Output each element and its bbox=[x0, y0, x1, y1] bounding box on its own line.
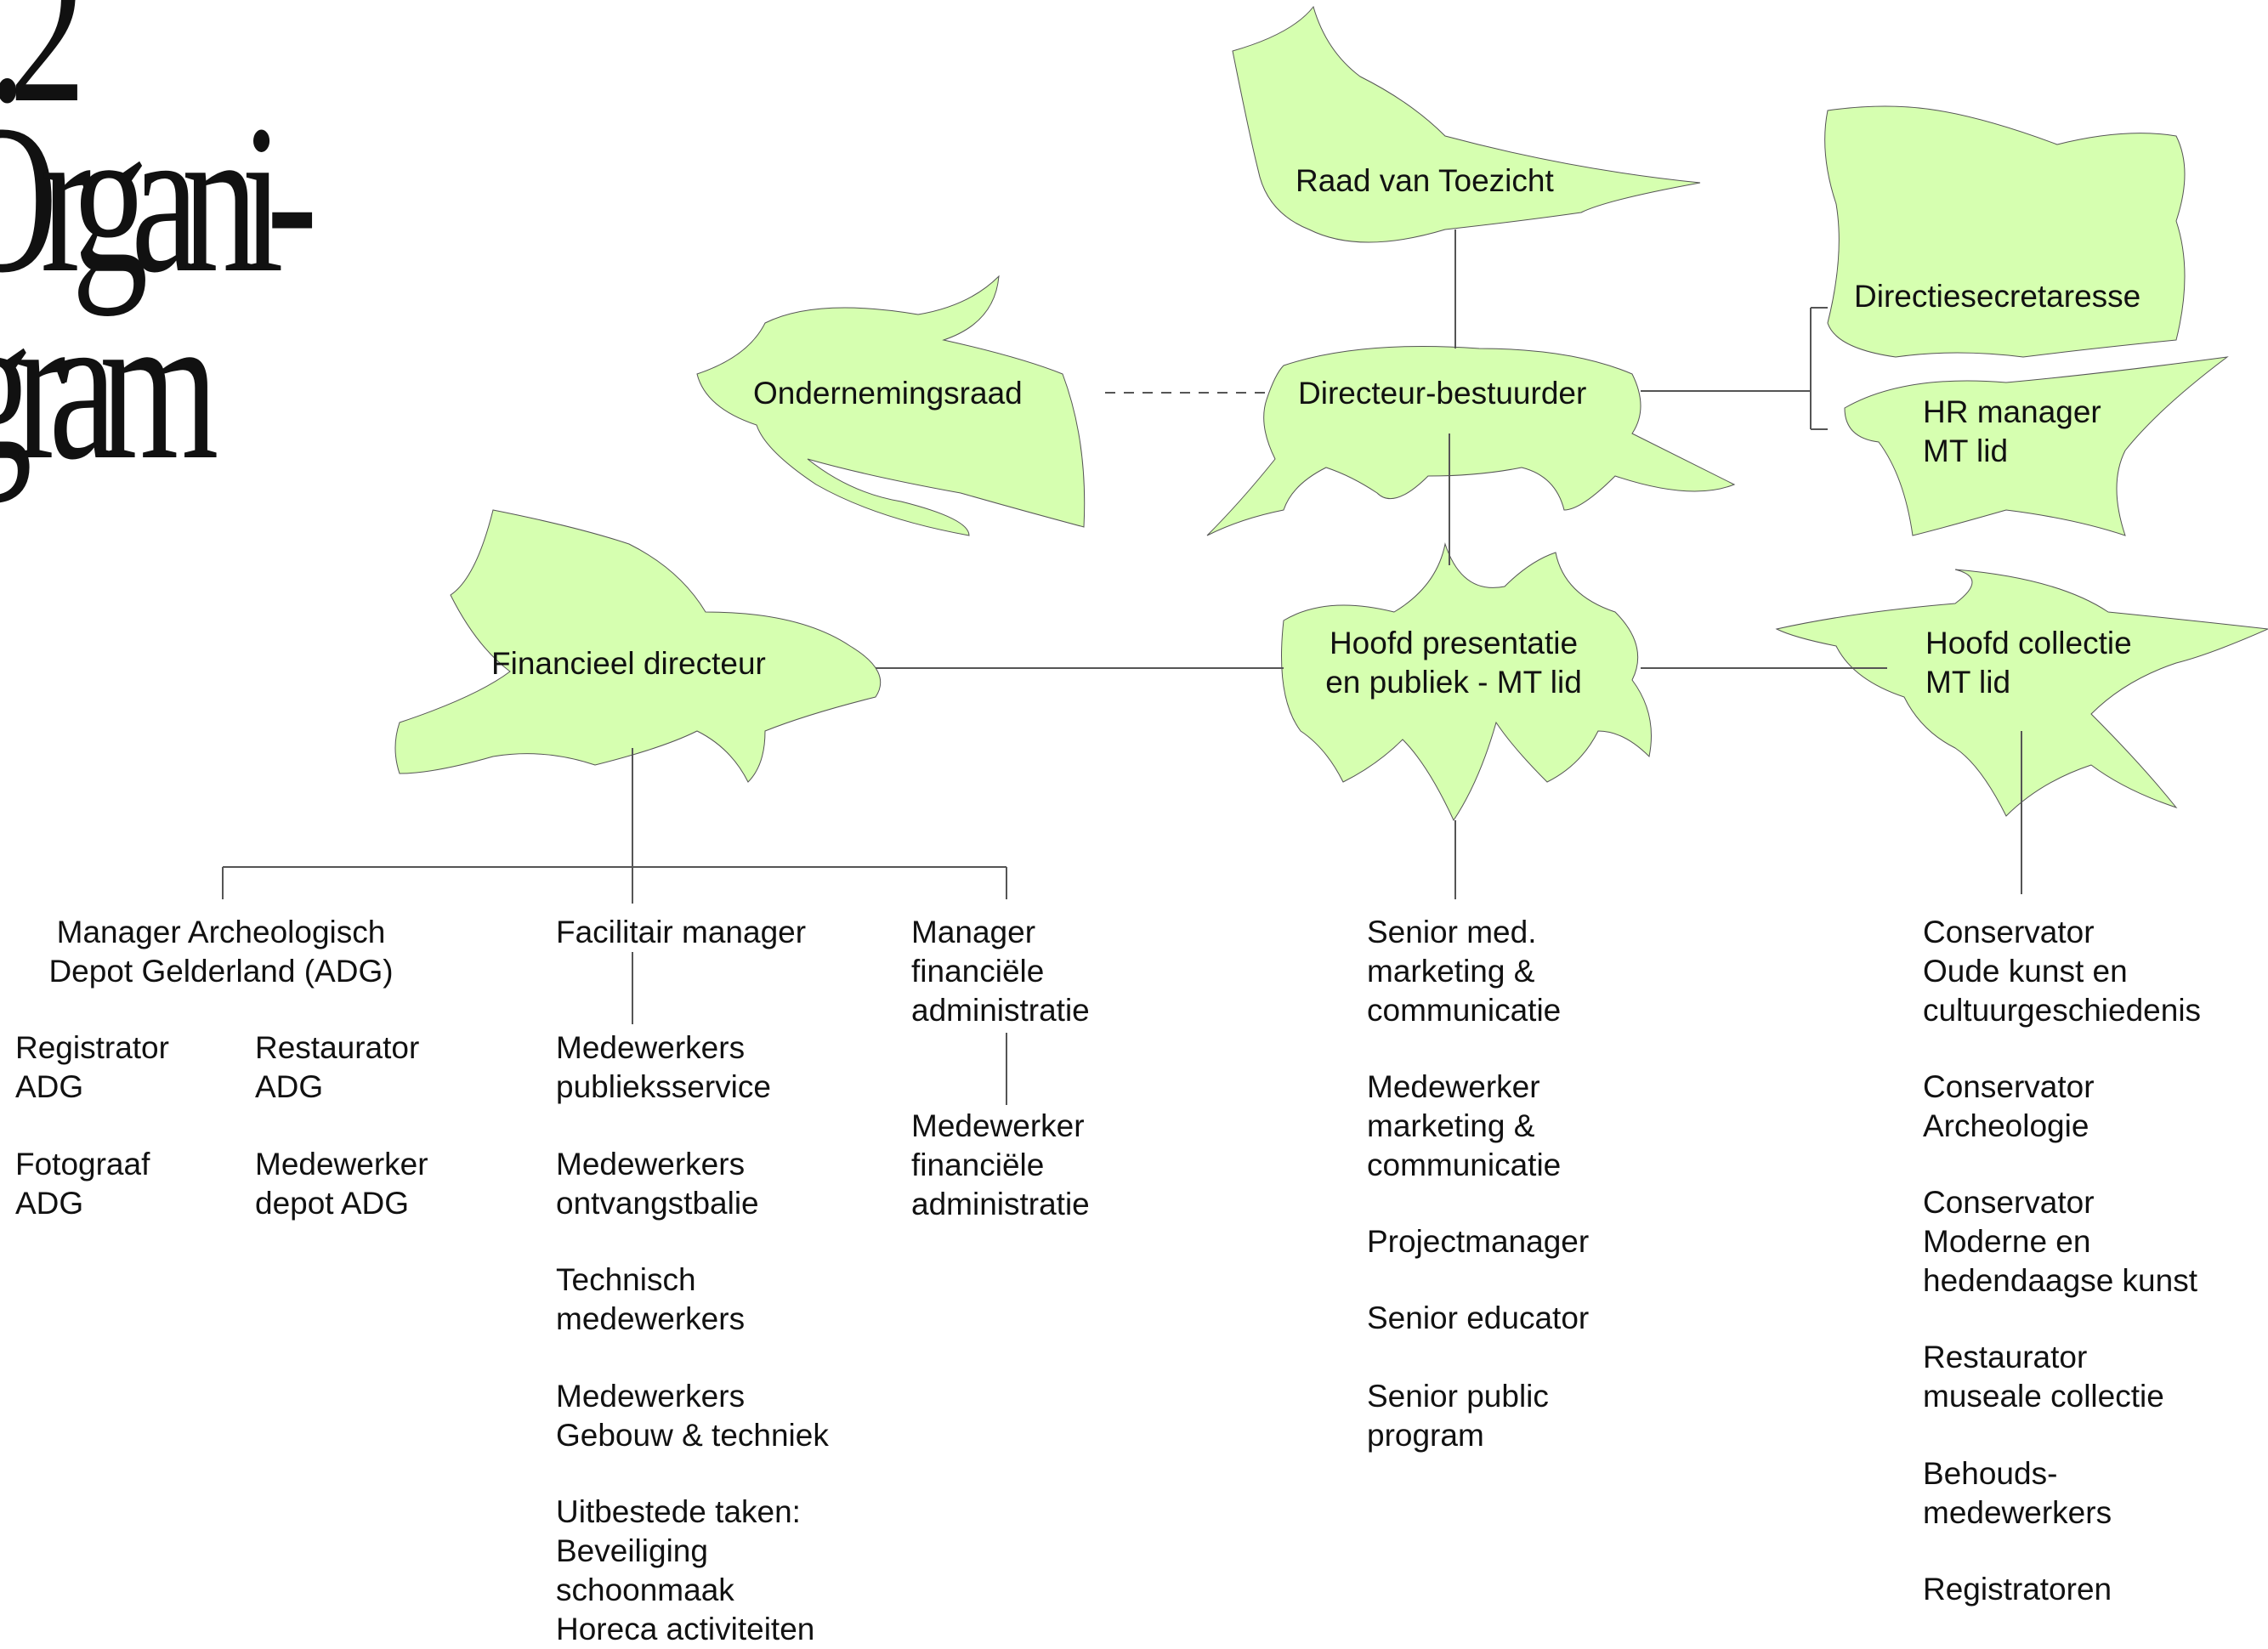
node-fotograaf-adg: Fotograaf ADG bbox=[15, 1147, 150, 1221]
node-raad-van-toezicht: Raad van Toezicht bbox=[1296, 163, 1554, 198]
node-presentatie-staff-4: Senior educator bbox=[1367, 1300, 1590, 1335]
blob-raad-van-toezicht bbox=[1232, 5, 1701, 243]
node-collectie-staff-3: Conservator Moderne en hedendaagse kunst bbox=[1923, 1185, 2197, 1298]
node-facilitair-staff-3: Technisch medewerkers bbox=[556, 1262, 746, 1336]
heading-line-gram: gram bbox=[0, 269, 218, 504]
node-directeur-bestuurder: Directeur-bestuurder bbox=[1298, 376, 1587, 411]
blob-directiesecretaresse bbox=[1824, 105, 2186, 358]
page-heading: .2 Organi- gram bbox=[0, 0, 476, 544]
node-manager-financiele-administratie: Manager financiële administratie bbox=[911, 915, 1090, 1028]
blob-hoofd-presentatie bbox=[1281, 542, 1652, 822]
node-manager-adg: Manager Archeologisch Depot Gelderland (… bbox=[48, 915, 394, 989]
node-presentatie-staff-5: Senior public program bbox=[1367, 1379, 1549, 1453]
node-medewerker-financiele-administratie: Medewerker financiële administratie bbox=[911, 1108, 1090, 1221]
node-hoofd-collectie: Hoofd collectie MT lid bbox=[1925, 626, 2132, 700]
node-financieel-directeur: Financieel directeur bbox=[491, 646, 766, 681]
node-facilitair-staff-1: Medewerkers publieksservice bbox=[556, 1030, 771, 1104]
blob-ondernemingsraad bbox=[696, 275, 1086, 536]
blob-hr-manager bbox=[1844, 356, 2229, 536]
node-collectie-staff-2: Conservator Archeologie bbox=[1923, 1069, 2095, 1143]
heading-line-organi: Organi- bbox=[0, 82, 318, 317]
node-directiesecretaresse: Directiesecretaresse bbox=[1854, 279, 2141, 314]
node-presentatie-staff-3: Projectmanager bbox=[1367, 1224, 1590, 1259]
node-collectie-staff-5: Behouds- medewerkers bbox=[1923, 1456, 2112, 1530]
blob-directeur-bestuurder bbox=[1206, 346, 1736, 536]
node-collectie-staff-1: Conservator Oude kunst en cultuurgeschie… bbox=[1923, 915, 2202, 1028]
node-presentatie-staff-2: Medewerker marketing & communicatie bbox=[1367, 1069, 1562, 1182]
node-facilitair-staff-2: Medewerkers ontvangstbalie bbox=[556, 1147, 759, 1221]
node-hr-manager: HR manager MT lid bbox=[1923, 394, 2101, 468]
blob-hoofd-collectie bbox=[1775, 569, 2268, 817]
node-ondernemingsraad: Ondernemingsraad bbox=[753, 376, 1023, 411]
node-presentatie-staff-1: Senior med. marketing & communicatie bbox=[1367, 915, 1562, 1028]
node-facilitair-manager: Facilitair manager bbox=[556, 915, 807, 949]
node-restaurator-adg: Restaurator ADG bbox=[255, 1030, 420, 1104]
node-collectie-staff-6: Registratoren bbox=[1923, 1572, 2112, 1606]
node-hoofd-presentatie: Hoofd presentatie en publiek - MT lid bbox=[1325, 626, 1582, 700]
node-facilitair-staff-4: Medewerkers Gebouw & techniek bbox=[556, 1379, 829, 1453]
blob-financieel-directeur bbox=[394, 509, 882, 783]
node-registrator-adg: Registrator ADG bbox=[15, 1030, 169, 1104]
node-medewerker-depot-adg: Medewerker depot ADG bbox=[255, 1147, 428, 1221]
node-collectie-staff-4: Restaurator museale collectie bbox=[1923, 1340, 2164, 1414]
node-facilitair-staff-5: Uitbestede taken: Beveiliging schoonmaak… bbox=[556, 1494, 815, 1646]
